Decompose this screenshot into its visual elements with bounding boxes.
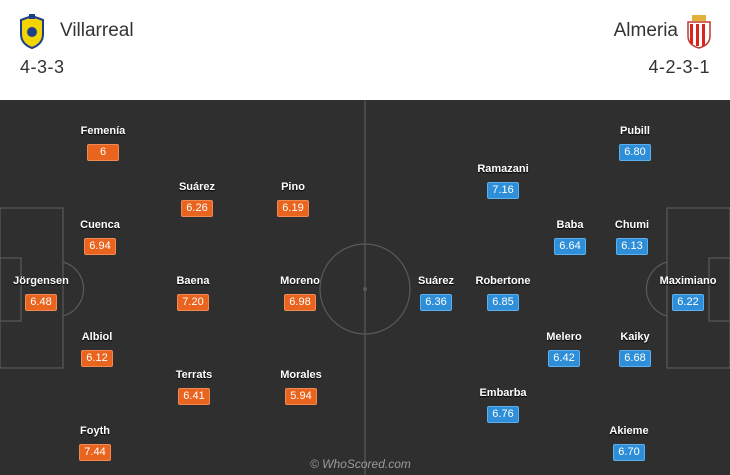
player-name: Jörgensen: [13, 275, 69, 287]
player-name: Chumi: [614, 219, 650, 231]
player-rating: 6.26: [181, 200, 213, 217]
home-player[interactable]: Terrats 6.41: [154, 369, 234, 405]
player-name: Maximiano: [659, 275, 717, 287]
player-name: Terrats: [175, 369, 213, 381]
home-player[interactable]: Cuenca 6.94: [60, 219, 140, 255]
home-player[interactable]: Albiol 6.12: [57, 331, 137, 367]
player-name: Melero: [546, 331, 582, 343]
away-player[interactable]: Melero 6.42: [524, 331, 604, 367]
player-rating: 6.42: [548, 350, 580, 367]
away-player[interactable]: Baba 6.64: [530, 219, 610, 255]
player-rating: 6.68: [619, 350, 651, 367]
home-player[interactable]: Pino 6.19: [253, 181, 333, 217]
player-name: Ramazani: [477, 163, 529, 175]
away-player[interactable]: Embarba 6.76: [463, 387, 543, 423]
away-player[interactable]: Robertone 6.85: [463, 275, 543, 311]
away-team-name[interactable]: Almeria: [613, 20, 678, 41]
home-player[interactable]: Femenía 6: [63, 125, 143, 161]
away-player[interactable]: Chumi 6.13: [592, 219, 672, 255]
player-rating: 5.94: [285, 388, 317, 405]
away-player[interactable]: Suárez 6.36: [396, 275, 476, 311]
player-name: Embarba: [479, 387, 527, 399]
player-name: Robertone: [475, 275, 531, 287]
player-name: Cuenca: [80, 219, 120, 231]
home-player[interactable]: Foyth 7.44: [55, 425, 135, 461]
player-name: Albiol: [81, 331, 113, 343]
player-name: Suárez: [178, 181, 216, 193]
player-rating: 6.85: [487, 294, 519, 311]
away-player[interactable]: Ramazani 7.16: [463, 163, 543, 199]
player-rating: 6.76: [487, 406, 519, 423]
away-player[interactable]: Pubill 6.80: [595, 125, 675, 161]
home-player[interactable]: Morales 5.94: [261, 369, 341, 405]
player-name: Kaiky: [620, 331, 650, 343]
player-rating: 6.12: [81, 350, 113, 367]
pitch: Femenía 6 Suárez 6.26 Pino 6.19 Cuenca 6…: [0, 100, 730, 475]
almeria-crest-icon: [687, 15, 711, 49]
player-rating: 7.44: [79, 444, 111, 461]
player-name: Foyth: [80, 425, 110, 437]
player-rating: 6.80: [619, 144, 651, 161]
player-name: Moreno: [280, 275, 320, 287]
home-formation: 4-3-3: [20, 57, 65, 77]
away-player[interactable]: Kaiky 6.68: [595, 331, 675, 367]
player-rating: 6.36: [420, 294, 452, 311]
player-name: Suárez: [417, 275, 455, 287]
player-name: Femenía: [80, 125, 126, 137]
match-header: Villarreal 4-3-3 Almeria 4-2-3-1: [0, 0, 730, 98]
away-player[interactable]: Akieme 6.70: [589, 425, 669, 461]
player-name: Baba: [556, 219, 584, 231]
home-player[interactable]: Suárez 6.26: [157, 181, 237, 217]
away-player[interactable]: Maximiano 6.22: [648, 275, 728, 311]
villarreal-crest-icon: [20, 14, 44, 50]
player-rating: 6.70: [613, 444, 645, 461]
player-rating: 6.98: [284, 294, 316, 311]
watermark: © WhoScored.com: [310, 457, 411, 471]
pitch-markings: [0, 100, 730, 475]
home-player[interactable]: Moreno 6.98: [260, 275, 340, 311]
player-rating: 6: [87, 144, 119, 161]
player-rating: 7.20: [177, 294, 209, 311]
home-team-name[interactable]: Villarreal: [60, 20, 134, 41]
player-rating: 6.48: [25, 294, 57, 311]
player-rating: 6.64: [554, 238, 586, 255]
away-formation: 4-2-3-1: [648, 57, 710, 77]
player-name: Akieme: [609, 425, 649, 437]
player-name: Pino: [281, 181, 305, 193]
player-name: Baena: [176, 275, 210, 287]
home-player[interactable]: Baena 7.20: [153, 275, 233, 311]
player-name: Morales: [280, 369, 322, 381]
home-player[interactable]: Jörgensen 6.48: [1, 275, 81, 311]
player-rating: 7.16: [487, 182, 519, 199]
player-rating: 6.13: [616, 238, 648, 255]
player-name: Pubill: [620, 125, 650, 137]
player-rating: 6.22: [672, 294, 704, 311]
player-rating: 6.94: [84, 238, 116, 255]
player-rating: 6.41: [178, 388, 210, 405]
player-rating: 6.19: [277, 200, 309, 217]
